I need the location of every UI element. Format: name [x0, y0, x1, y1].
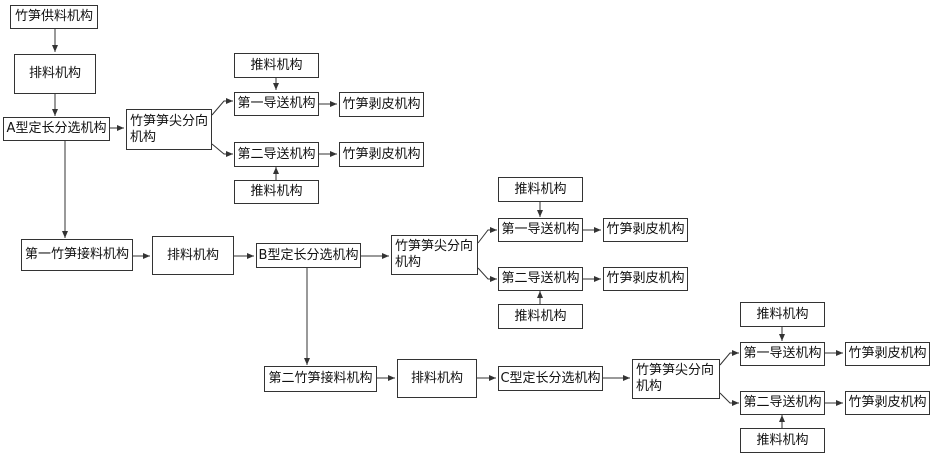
- node-arrange1: 排料机构: [14, 54, 96, 94]
- node-receive2: 第二竹笋接料机构: [264, 366, 377, 392]
- node-guideB2: 第二导送机构: [498, 267, 583, 291]
- node-peelC1: 竹笋剥皮机构: [845, 342, 930, 366]
- node-pushB1: 推料机构: [498, 177, 583, 202]
- node-peelB2: 竹笋剥皮机构: [603, 267, 688, 291]
- arrow-tipDirB-to-guideB1: [478, 230, 497, 243]
- node-sortA: A型定长分选机构: [3, 117, 110, 141]
- node-pushB2: 推料机构: [498, 304, 583, 329]
- node-arrange2: 排料机构: [152, 236, 234, 275]
- node-guideB1: 第一导送机构: [498, 218, 583, 242]
- arrow-tipDirB-to-guideB2: [478, 268, 497, 279]
- node-receive1: 第一竹笋接料机构: [21, 239, 133, 271]
- arrow-tipDirA-to-guideA2: [212, 144, 233, 154]
- arrow-tipDirA-to-guideA1: [212, 101, 233, 115]
- node-peelA1: 竹笋剥皮机构: [339, 92, 424, 117]
- node-pushC2: 推料机构: [740, 428, 825, 453]
- node-pushC1: 推料机构: [740, 302, 825, 327]
- node-guideA1: 第一导送机构: [234, 92, 319, 116]
- node-pushA1: 推料机构: [234, 53, 319, 78]
- node-supply: 竹笋供料机构: [10, 5, 98, 29]
- node-peelA2: 竹笋剥皮机构: [339, 142, 424, 167]
- node-peelC2: 竹笋剥皮机构: [845, 391, 930, 415]
- arrow-tipDirC-to-guideC1: [720, 353, 739, 365]
- node-tipDirA: 竹笋笋尖分向机构: [126, 109, 212, 150]
- node-guideC2: 第二导送机构: [740, 391, 825, 415]
- node-tipDirB: 竹笋笋尖分向机构: [391, 235, 478, 275]
- arrow-tipDirC-to-guideC2: [720, 393, 739, 403]
- node-guideC1: 第一导送机构: [740, 342, 825, 366]
- node-sortC: C型定长分选机构: [498, 366, 603, 391]
- node-arrange3: 排料机构: [397, 359, 477, 398]
- node-peelB1: 竹笋剥皮机构: [603, 218, 688, 242]
- node-guideA2: 第二导送机构: [234, 142, 319, 167]
- node-tipDirC: 竹笋笋尖分向机构: [632, 359, 720, 399]
- node-sortB: B型定长分选机构: [256, 243, 361, 268]
- node-pushA2: 推料机构: [234, 180, 319, 204]
